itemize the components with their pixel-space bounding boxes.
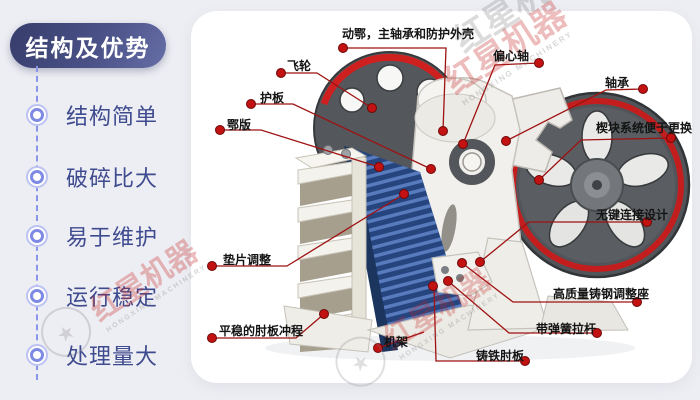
callout-label-bearing: 轴承 <box>605 76 630 90</box>
callout-connectors <box>212 47 672 362</box>
sidebar-item-label: 运行稳定 <box>66 285 159 310</box>
connector-guard-plate <box>251 103 432 170</box>
callout-label-movable-jaw-assembly: 动鄂，主轴承和防护外壳 <box>342 27 475 41</box>
sidebar-dashed-line <box>36 66 38 380</box>
connector-frame <box>377 331 425 349</box>
sidebar-item-label: 易于维护 <box>66 225 159 250</box>
connector-cast-iron-toggle <box>433 286 525 362</box>
callout-dots <box>207 43 676 366</box>
sidebar-item-1: 破碎比大 <box>26 163 158 191</box>
callout-label-shim-adjustment: 垫片调整 <box>223 253 272 267</box>
svg-text:★: ★ <box>53 320 80 348</box>
callout-label-wedge-system: 楔块系统便于更换 <box>596 121 693 135</box>
bullseye-icon <box>26 104 48 126</box>
callout-label-guard-plate: 护板 <box>260 91 285 105</box>
connector-shim-adjustment <box>212 193 405 267</box>
bullseye-icon <box>26 225 48 247</box>
connector-cast-steel-seat <box>461 262 637 303</box>
sidebar-item-label: 结构简单 <box>66 104 159 129</box>
connector-eccentric-shaft <box>462 62 540 145</box>
callout-label-flywheel: 飞轮 <box>287 59 312 73</box>
bullseye-icon <box>26 344 48 366</box>
sidebar-item-0: 结构简单 <box>26 101 158 129</box>
sidebar-title: 结构及优势 <box>10 23 166 68</box>
callout-label-smooth-toggle-stroke: 平稳的肘板冲程 <box>219 324 304 338</box>
connector-bearing <box>505 88 644 142</box>
callout-label-frame: 机架 <box>384 335 409 349</box>
callout-label-cast-iron-toggle: 铸铁肘板 <box>476 349 525 363</box>
callout-label-spring-tension-rod: 带弹簧拉杆 <box>536 322 597 336</box>
connector-jaw-plate <box>220 129 380 168</box>
bullseye-icon <box>26 166 48 188</box>
sidebar-item-3: 运行稳定 <box>26 282 158 310</box>
bullseye-icon <box>26 285 48 307</box>
callout-label-keyless-connection: 无键连接设计 <box>596 208 669 222</box>
sidebar-item-label: 处理量大 <box>66 344 159 369</box>
connector-wedge-system <box>538 137 672 181</box>
callout-label-eccentric-shaft: 偏心轴 <box>493 49 530 63</box>
connector-smooth-toggle-stroke <box>212 313 325 339</box>
connector-spring-tension-rod <box>447 280 597 334</box>
sidebar-item-2: 易于维护 <box>26 222 158 250</box>
sidebar-item-label: 破碎比大 <box>66 166 159 191</box>
connector-movable-jaw-assembly <box>343 47 447 132</box>
callout-label-cast-steel-seat: 高质量铸钢调整座 <box>553 287 650 301</box>
sidebar-item-4: 处理量大 <box>26 341 158 369</box>
connector-keyless-connection <box>479 221 647 263</box>
connector-flywheel <box>281 72 373 109</box>
callout-label-jaw-plate: 鄂版 <box>227 118 252 132</box>
